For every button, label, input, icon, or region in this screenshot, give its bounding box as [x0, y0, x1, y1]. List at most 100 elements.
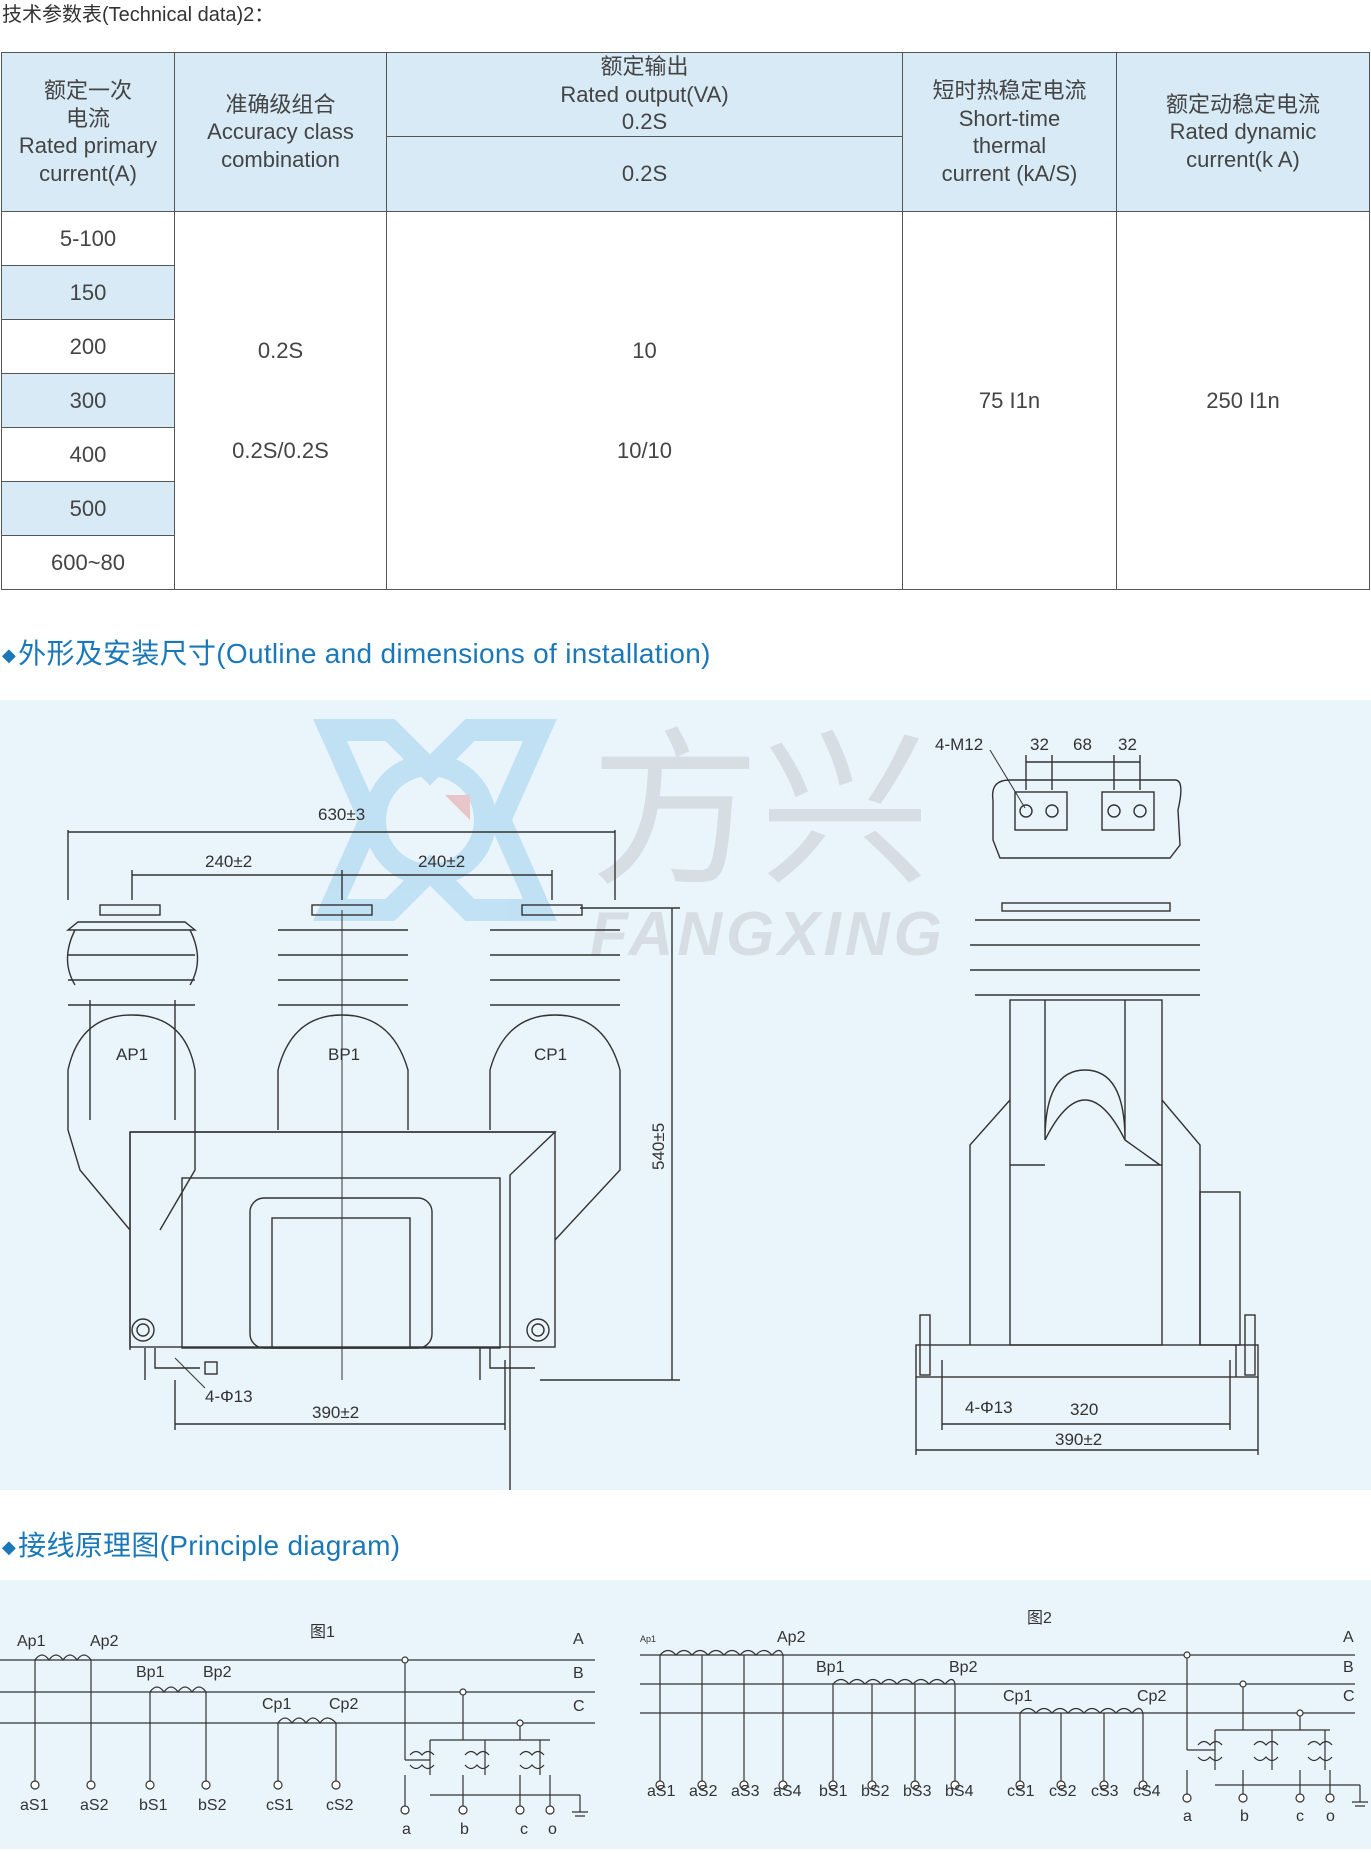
side-view — [915, 749, 1259, 1455]
watermark-brand-cn: 方兴 — [590, 717, 930, 907]
primary-label: Ap2 — [777, 1629, 806, 1646]
output-label: o — [548, 1821, 557, 1838]
table-cell-current: 150 — [1, 265, 175, 320]
dim-pitch-right: 240±2 — [418, 852, 465, 871]
primary-label: Ap2 — [90, 1633, 119, 1650]
diagram-2-labels: 图2 A B C Ap1 Ap2 Bp1 Bp2 Cp1 Cp2 aS1 aS2… — [640, 1610, 1355, 1825]
table-cell-current: 5-100 — [1, 211, 175, 266]
output-label: a — [1183, 1808, 1192, 1825]
line-label: A — [1343, 1629, 1354, 1646]
header-dynamic: 额定动稳定电流 Rated dynamic current(k A) — [1116, 52, 1370, 212]
diagram-1-terminals — [30, 1656, 555, 1815]
primary-label: Bp2 — [949, 1659, 978, 1676]
header-accuracy: 准确级组合 Accuracy class combination — [174, 52, 387, 212]
side-dim-outer: 390±2 — [1055, 1430, 1102, 1449]
header-primary-current: 额定一次 电流 Rated primary current(A) — [1, 52, 175, 212]
primary-label: Bp1 — [136, 1664, 165, 1681]
header-text: 额定输出 — [600, 54, 689, 80]
dim-total-width: 630±3 — [318, 805, 365, 824]
diamond-bullet-icon: ◆ — [2, 1537, 17, 1558]
side-holes: 4-Φ13 — [965, 1398, 1013, 1417]
front-view — [66, 830, 680, 1500]
secondary-label: aS4 — [773, 1783, 802, 1800]
header-text: combination — [221, 146, 340, 172]
dim-pitch-left: 240±2 — [205, 852, 252, 871]
output-label: o — [1326, 1808, 1335, 1825]
diagram-1-labels: 图1 A B C Ap1 Ap2 Bp1 Bp2 Cp1 Cp2 aS1 aS2… — [17, 1624, 585, 1838]
output-label: b — [460, 1821, 469, 1838]
label-ap1: AP1 — [116, 1045, 148, 1064]
primary-label: Bp1 — [816, 1659, 845, 1676]
primary-label: Ap1 — [17, 1633, 46, 1650]
technical-data-heading: 技术参数表(Technical data)2： — [2, 4, 275, 26]
output-label: c — [520, 1821, 528, 1838]
diagram-2-terminals — [655, 1651, 1335, 1803]
header-text: 额定动稳定电流 — [1165, 91, 1320, 117]
secondary-label: aS3 — [731, 1783, 760, 1800]
secondary-label: bS3 — [903, 1783, 932, 1800]
secondary-label: cS3 — [1091, 1783, 1119, 1800]
table-cell-current: 400 — [1, 427, 175, 482]
header-text: 电流 — [65, 105, 110, 131]
insulator-a — [66, 904, 199, 1231]
terminal-dim-3: 32 — [1118, 735, 1137, 754]
header-text: 额定一次 — [43, 78, 132, 103]
side-dim-inner: 320 — [1070, 1400, 1098, 1419]
table-cell-current: 300 — [1, 373, 175, 428]
terminal-bolts: 4-M12 — [935, 735, 983, 754]
header-text: Accuracy class — [207, 119, 354, 145]
output-label: a — [402, 1821, 411, 1838]
output-value: 10/10 — [616, 437, 673, 463]
secondary-label: bS1 — [139, 1797, 168, 1814]
header-thermal: 短时热稳定电流 Short-time thermal current (kA/S… — [902, 52, 1117, 212]
primary-label: Cp1 — [1003, 1688, 1032, 1705]
label-bp1: BP1 — [328, 1045, 360, 1064]
watermark-logo: 方兴 FANGXING — [313, 717, 946, 969]
accuracy-value: 0.2S/0.2S — [232, 437, 329, 463]
terminal-dim-2: 68 — [1073, 735, 1092, 754]
header-text: Rated output(VA) — [560, 81, 729, 107]
header-text: thermal — [972, 133, 1047, 158]
secondary-label: bS2 — [861, 1783, 890, 1800]
holes-front: 4-Φ13 — [205, 1387, 253, 1406]
secondary-label: cS2 — [326, 1797, 354, 1814]
diamond-bullet-icon: ◆ — [2, 645, 17, 666]
line-label: B — [1343, 1659, 1354, 1676]
diagram-1 — [0, 1654, 595, 1817]
header-text: 0.2S — [621, 109, 668, 135]
header-text: current(k A) — [1186, 146, 1300, 172]
watermark-brand-en: FANGXING — [590, 900, 946, 969]
primary-label: Cp1 — [262, 1696, 291, 1713]
secondary-label: bS2 — [198, 1797, 227, 1814]
header-rated-output-sub: 0.2S — [386, 136, 903, 212]
header-text: 短时热稳定电流 — [932, 78, 1087, 103]
outline-drawing-panel: 方兴 FANGXING — [0, 700, 1371, 1500]
dim-line-total — [67, 830, 616, 900]
line-label: C — [1343, 1688, 1355, 1705]
dim-base: 390±2 — [312, 1403, 359, 1422]
technical-data-table: 额定一次 电流 Rated primary current(A) 准确级组合 A… — [1, 52, 1370, 590]
insulator-b — [277, 904, 409, 1130]
primary-label: Cp2 — [1137, 1688, 1166, 1705]
header-text: Rated primary — [18, 133, 158, 158]
output-label: c — [1296, 1808, 1304, 1825]
section-title-principle: ◆接线原理图(Principle diagram) — [2, 1524, 400, 1564]
insulator-c — [489, 904, 621, 1241]
diagram-1-title: 图1 — [310, 1624, 335, 1641]
header-rated-output: 额定输出 Rated output(VA) 0.2S — [386, 52, 903, 137]
principle-diagram: 图1 A B C Ap1 Ap2 Bp1 Bp2 Cp1 Cp2 aS1 aS2… — [0, 1610, 1368, 1838]
dim-height: 540±5 — [649, 1123, 668, 1170]
secondary-label: aS2 — [689, 1783, 718, 1800]
primary-label: Ap1 — [640, 1634, 656, 1644]
output-value: 10 — [632, 338, 657, 363]
secondary-label: cS1 — [1007, 1783, 1035, 1800]
secondary-label: cS4 — [1133, 1783, 1161, 1800]
table-cell-current: 600~80 — [1, 535, 175, 590]
secondary-label: aS2 — [80, 1797, 109, 1814]
line-label: A — [573, 1631, 584, 1648]
primary-label: Bp2 — [203, 1664, 232, 1681]
diagram-2-title: 图2 — [1027, 1610, 1052, 1627]
header-text: Short-time — [958, 105, 1061, 131]
secondary-label: cS1 — [266, 1797, 294, 1814]
primary-label: Cp2 — [329, 1696, 358, 1713]
